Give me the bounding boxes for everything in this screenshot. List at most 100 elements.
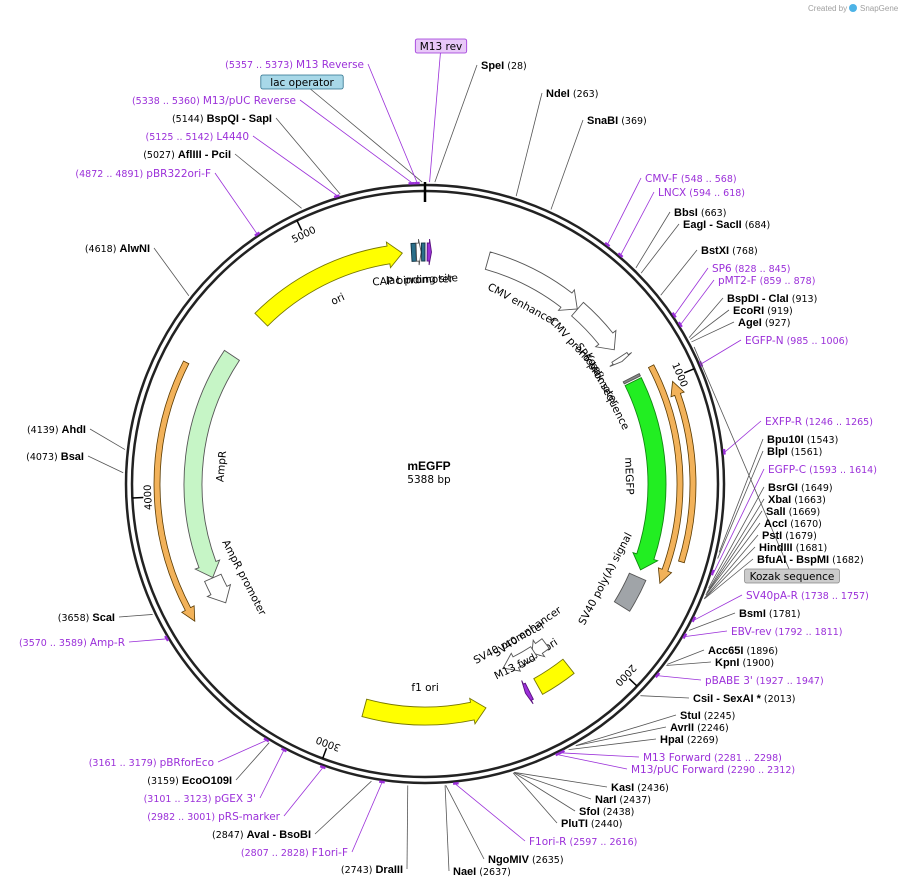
feature-sv40-ori[interactable] [533,658,575,695]
site-sali[interactable]: SalI (1669) [766,506,820,518]
site-agei[interactable]: AgeI (927) [738,317,790,329]
primer-lncx[interactable]: LNCX (594 .. 618) [658,187,745,199]
site-kasi[interactable]: KasI (2436) [611,782,669,794]
feature-sv40-enhancer[interactable] [531,638,550,658]
site-snabi[interactable]: SnaBI (369) [587,115,647,127]
primer-prs-marker[interactable]: (2982 .. 3001) pRS-marker [147,811,280,823]
primer-pbrforeco[interactable]: (3161 .. 3179) pBRforEco [89,757,214,769]
site-bbsi[interactable]: BbsI (663) [674,207,726,219]
primer-pbr322ori-f[interactable]: (4872 .. 4891) pBR322ori-F [75,168,211,180]
primer-l4440[interactable]: (5125 .. 5142) L4440 [146,131,249,143]
site-avai[interactable]: (2847) AvaI - BsoBI [212,829,311,841]
feature-sv40-poly-a-signal[interactable] [613,572,647,612]
site-ahdi[interactable]: (4139) AhdI [27,424,86,436]
feature-m13-fwd[interactable] [521,680,534,705]
primer-exfp-r[interactable]: EXFP-R (1246 .. 1265) [765,416,873,428]
feature-lac-operator[interactable] [420,242,426,262]
site-label-text: (2847) AvaI - BsoBI [212,829,311,841]
leader-line [515,92,543,197]
callout-kozak-sequence[interactable] [744,568,840,584]
feature-lac-promoter[interactable] [415,238,422,266]
primer-binding-mark [263,737,270,743]
site-alwni[interactable]: (4618) AlwNI [85,243,150,255]
leader-line [217,740,267,763]
primer-m13-puc-forward[interactable]: M13/pUC Forward (2290 .. 2312) [631,764,795,776]
leader-line [693,346,793,577]
site-scai[interactable]: (3658) ScaI [58,612,115,624]
primer-sv40pa-r[interactable]: SV40pA-R (1738 .. 1757) [746,590,869,602]
site-stui[interactable]: StuI (2245) [680,710,735,722]
site-bsrgi[interactable]: BsrGI (1649) [768,482,833,494]
primer-pgex-3[interactable]: (3101 .. 3123) pGEX 3' [144,793,256,805]
site-pluti[interactable]: PluTI (2440) [561,818,623,830]
site-kpni[interactable]: KpnI (1900) [715,657,774,669]
feature-sv40-promoter[interactable] [502,646,538,672]
primer-m13-puc-reverse[interactable]: (5338 .. 5360) M13/pUC Reverse [132,95,296,107]
site-sfoi[interactable]: SfoI (2438) [579,806,634,818]
leader-line [607,177,642,244]
site-hpai[interactable]: HpaI (2269) [660,734,718,746]
site-label-text: XbaI (1663) [768,494,826,506]
site-label-text: HindIII (1681) [759,542,827,554]
site-afliii[interactable]: (5027) AflIII - PciI [143,149,231,161]
feature-ampr[interactable] [183,349,241,579]
site-spei[interactable]: SpeI (28) [481,60,527,72]
site-bfuai[interactable]: BfuAI - BspMI (1682) [757,554,864,566]
site-blpi[interactable]: BlpI (1561) [767,446,822,458]
site-ecoo109i[interactable]: (3159) EcoO109I [147,775,232,787]
site-bspdi[interactable]: BspDI - ClaI (913) [727,293,817,305]
feature-megfp[interactable] [624,377,667,571]
feature-sp6-promoter[interactable] [609,351,632,367]
site-naei[interactable]: NaeI (2637) [453,866,511,878]
primer-ebv-rev[interactable]: EBV-rev (1792 .. 1811) [731,626,843,638]
feature-ori[interactable] [254,241,403,327]
site-avrii[interactable]: AvrII (2246) [670,722,729,734]
primer-f1ori-r[interactable]: F1ori-R (2597 .. 2616) [529,836,637,848]
leader-line [691,321,735,343]
site-bspqi[interactable]: (5144) BspQI - SapI [172,113,272,125]
site-label-text: AvrII (2246) [670,722,729,734]
feature-cap-binding-site[interactable] [410,242,417,262]
feature-f1-ori[interactable] [361,697,487,726]
site-label-part: (5357 .. 5373) [225,60,296,71]
primer-f1ori-f[interactable]: (2807 .. 2828) F1ori-F [241,847,348,859]
site-acc65i[interactable]: Acc65I (1896) [708,645,778,657]
feature-m13-rev[interactable] [426,238,432,266]
primer-m13-forward[interactable]: M13 Forward (2281 .. 2298) [643,752,782,764]
site-label-part: (1669) [786,507,821,518]
primer-egfp-c[interactable]: EGFP-C (1593 .. 1614) [768,464,877,476]
site-acci[interactable]: AccI (1670) [764,518,822,530]
site-hindiii[interactable]: HindIII (1681) [759,542,827,554]
site-label-part: (2635) [529,855,564,866]
site-psti[interactable]: PstI (1679) [762,530,817,542]
site-bsai[interactable]: (4073) BsaI [26,451,84,463]
primer-pmt2-f[interactable]: pMT2-F (859 .. 878) [718,275,815,287]
site-nari[interactable]: NarI (2437) [595,794,651,806]
callout-lac-operator[interactable] [260,74,344,90]
feature-kozak-sequence[interactable] [622,373,641,385]
feature-ampr-promoter[interactable] [203,573,232,604]
site-xbai[interactable]: XbaI (1663) [768,494,826,506]
site-draiii[interactable]: (2743) DraIII [341,864,403,876]
site-ndei[interactable]: NdeI (263) [546,88,598,100]
primer-amp-r[interactable]: (3570 .. 3589) Amp-R [19,637,125,649]
site-label-part: (4872 .. 4891) [75,169,146,180]
site-label-part: (985 .. 1006) [784,336,849,347]
site-ecori[interactable]: EcoRI (919) [733,305,793,317]
site-bstxi[interactable]: BstXI (768) [701,245,758,257]
site-csii[interactable]: CsiI - SexAI * (2013) [693,693,795,705]
site-label-part: (2436) [634,783,669,794]
feature-cmv-promoter[interactable] [570,301,617,351]
site-eagi[interactable]: EagI - SacII (684) [683,219,770,231]
site-ngomiv[interactable]: NgoMIV (2635) [488,854,564,866]
site-label-part: (2807 .. 2828) [241,848,312,859]
leader-line [689,309,730,340]
callout-m13-rev[interactable] [414,38,468,54]
site-bpu10i[interactable]: Bpu10I (1543) [767,434,838,446]
primer-pbabe-3[interactable]: pBABE 3' (1927 .. 1947) [705,675,824,687]
primer-egfp-n[interactable]: EGFP-N (985 .. 1006) [745,335,848,347]
primer-cmv-f[interactable]: CMV-F (548 .. 568) [645,173,737,185]
primer-m13-reverse[interactable]: (5357 .. 5373) M13 Reverse [225,59,364,71]
site-bsmi[interactable]: BsmI (1781) [739,608,801,620]
primer-sp6[interactable]: SP6 (828 .. 845) [712,263,790,275]
